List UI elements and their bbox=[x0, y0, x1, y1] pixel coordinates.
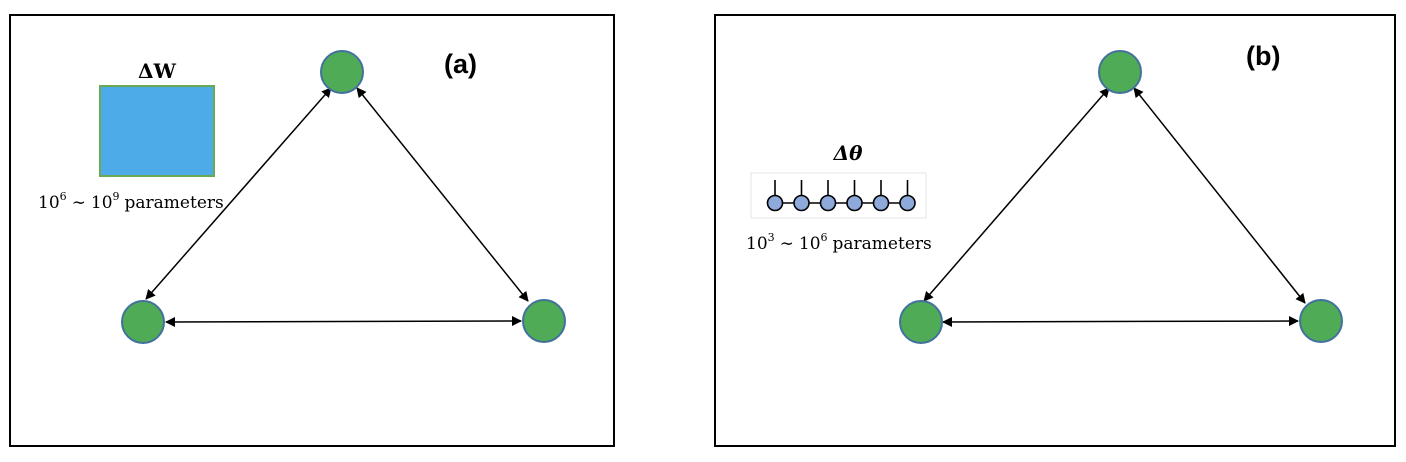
tensor-chain-box bbox=[750, 172, 927, 219]
panel-a-node-bottom-left bbox=[121, 300, 165, 344]
panel-a-update-symbol: ΔW bbox=[138, 59, 177, 83]
panel-b-node-bottom-right bbox=[1299, 299, 1343, 343]
tensor-chain-node bbox=[793, 194, 810, 212]
panel-b-edge-top-right bbox=[1133, 87, 1306, 304]
panel-a-param-sep: ∼ bbox=[72, 193, 86, 213]
tensor-chain-node bbox=[846, 194, 863, 212]
panel-a-param-base-high: 10 bbox=[91, 193, 113, 213]
panel-b-label: (b) bbox=[1246, 41, 1280, 71]
panel-b-node-top bbox=[1098, 50, 1142, 94]
panel-b-param-base-low: 10 bbox=[746, 234, 768, 254]
panel-b-param-base-high: 10 bbox=[799, 234, 821, 254]
panel-b-param-exp-high: 6 bbox=[821, 231, 828, 244]
panel-a-frame bbox=[9, 14, 615, 447]
panel-b-update-symbol: Δθ bbox=[833, 141, 864, 165]
panel-a-param-exp-high: 9 bbox=[113, 190, 120, 203]
panel-a-param-base-low: 10 bbox=[38, 193, 60, 213]
panel-b-node-bottom-left bbox=[899, 300, 943, 344]
tensor-chain-node bbox=[766, 194, 784, 212]
panel-a-param-word: parameters bbox=[125, 193, 224, 213]
panel-b-edge-top-left bbox=[923, 87, 1110, 302]
panel-a-edge-top-right bbox=[356, 87, 529, 302]
panel-a-param-exp-low: 6 bbox=[60, 190, 67, 203]
tensor-chain-node bbox=[872, 194, 890, 212]
tensor-network-chain bbox=[766, 180, 916, 212]
tensor-chain-node bbox=[899, 194, 916, 212]
dense-update-matrix bbox=[99, 85, 215, 177]
tensor-chain-node bbox=[819, 194, 837, 212]
panel-a-label: (a) bbox=[444, 49, 477, 79]
panel-b-param-sep: ∼ bbox=[780, 234, 794, 254]
panel-a-node-bottom-right bbox=[522, 299, 566, 343]
panel-a-node-top bbox=[320, 50, 364, 94]
panel-a-edge-bottom bbox=[165, 316, 522, 327]
panel-b-edge-bottom bbox=[942, 316, 1299, 327]
panel-a-edge-top-left bbox=[145, 87, 332, 300]
panel-b-frame bbox=[714, 14, 1396, 447]
panel-b-param-word: parameters bbox=[833, 234, 932, 254]
panel-b-param-exp-low: 3 bbox=[768, 231, 775, 244]
